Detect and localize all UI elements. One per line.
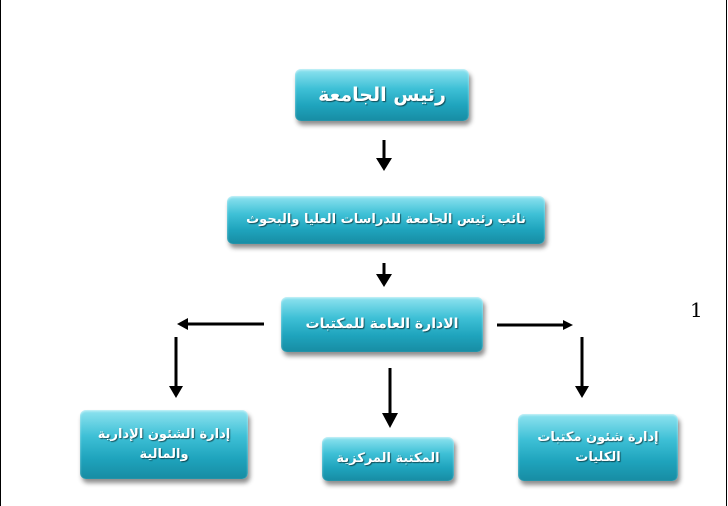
arrow-down-to-admin	[169, 337, 183, 398]
page-border-right	[726, 0, 727, 506]
box-vice-president: نائب رئيس الجامعة للدراسات العليا والبحو…	[227, 196, 545, 244]
admin-finance-line-2: والمالية	[139, 446, 189, 462]
college-libraries-line-1: إدارة شئون مكتبات	[537, 430, 659, 445]
admin-finance-line-1: إدارة الشئون الإدارية	[97, 427, 231, 442]
president-label: رئيس الجامعة	[318, 83, 446, 106]
college-libraries-line-2: الكليات	[575, 449, 621, 465]
side-mark: 1	[690, 298, 703, 322]
college-libraries-label: إدارة شئون مكتبات الكليات	[537, 428, 658, 467]
arrow-general-to-left	[177, 318, 264, 330]
arrow-down-to-central	[382, 368, 398, 428]
box-university-president: رئيس الجامعة	[295, 69, 469, 121]
box-admin-finance: إدارة الشئون الإدارية والمالية	[80, 410, 248, 479]
admin-finance-label: إدارة الشئون الإدارية والمالية	[98, 425, 230, 464]
box-college-libraries: إدارة شئون مكتبات الكليات	[518, 414, 678, 481]
general-directorate-label: الادارة العامة للمكتبات	[305, 316, 459, 332]
central-library-label: المكتبة المركزية	[336, 451, 440, 467]
page-border-left	[0, 0, 1, 506]
box-central-library: المكتبة المركزية	[322, 437, 454, 481]
arrow-president-to-vice	[376, 140, 392, 171]
arrow-general-to-right	[497, 320, 573, 330]
arrow-vice-to-general	[376, 263, 392, 287]
box-general-directorate-libraries: الادارة العامة للمكتبات	[281, 297, 483, 352]
arrow-down-to-colleges	[575, 337, 589, 398]
vice-president-label: نائب رئيس الجامعة للدراسات العليا والبحو…	[246, 212, 526, 228]
